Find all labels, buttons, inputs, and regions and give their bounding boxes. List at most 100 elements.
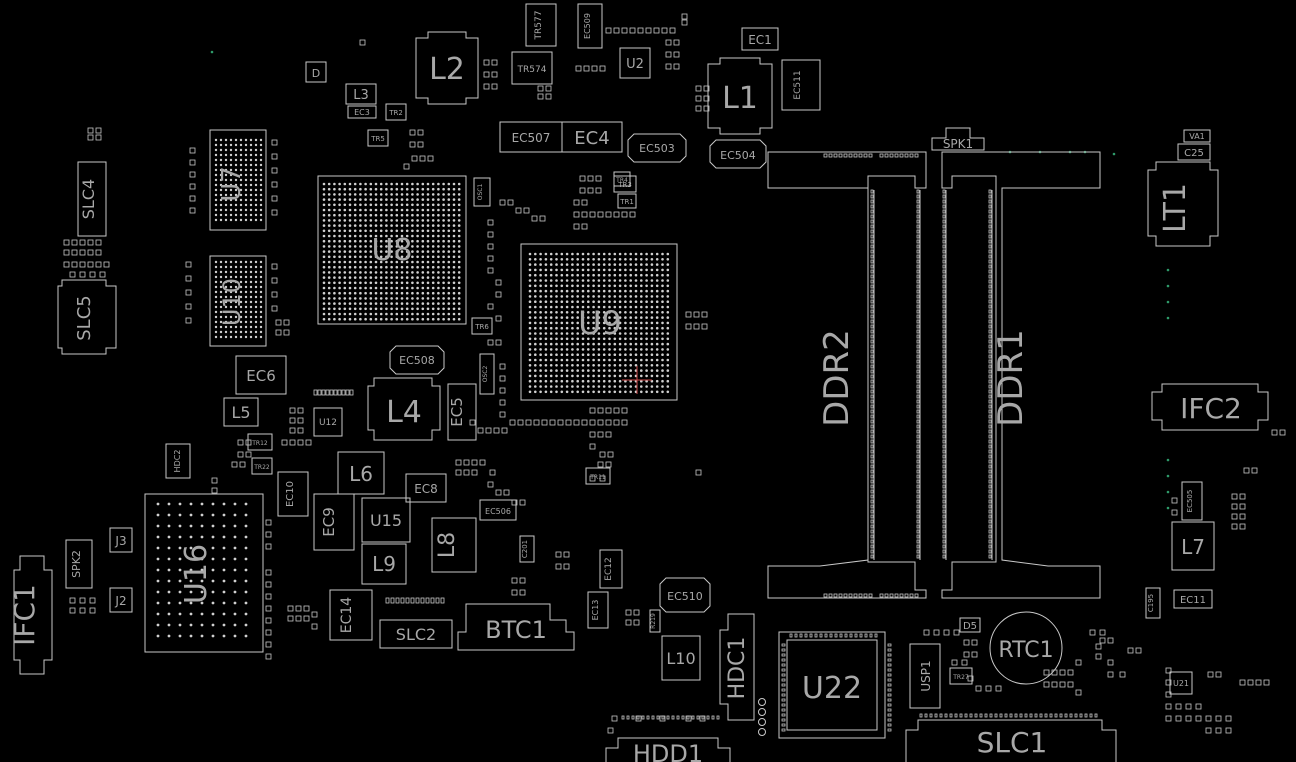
d5-diode[interactable]: D5 — [959, 617, 981, 633]
tr6-transistor[interactable]: TR6 — [471, 317, 493, 335]
ec14-capacitor[interactable]: EC14 — [329, 589, 373, 641]
j2-label: J2 — [114, 594, 126, 608]
osc2-oscillator[interactable]: OSC2 — [479, 353, 495, 395]
c201-capacitor[interactable]: C201 — [519, 535, 535, 563]
ec511-capacitor[interactable]: EC511 — [781, 59, 821, 111]
u15-ic[interactable]: U15 — [361, 497, 411, 543]
u16-ic[interactable]: U16 — [144, 493, 264, 653]
ec510-capacitor[interactable]: EC510 — [659, 577, 711, 613]
l9-label: L9 — [372, 552, 396, 576]
j3-jumper[interactable]: J3 — [109, 527, 133, 553]
d-diode[interactable]: D — [305, 61, 327, 83]
ddr1-slot[interactable]: DDR1 — [941, 151, 1101, 599]
ec507-capacitor[interactable]: EC507 — [499, 121, 563, 153]
btc1-connector[interactable]: BTC1 — [457, 603, 575, 651]
ec508-capacitor[interactable]: EC508 — [389, 345, 445, 375]
tr4-transistor[interactable]: TR4 — [613, 171, 631, 187]
l8-inductor[interactable]: L8 — [431, 517, 477, 573]
ec9-label: EC9 — [320, 507, 338, 537]
ec9-capacitor[interactable]: EC9 — [313, 493, 355, 551]
u22-ic[interactable]: U22 — [778, 631, 886, 739]
tr27-transistor[interactable]: TR27 — [949, 667, 973, 685]
hdc2-connector[interactable]: HDC2 — [165, 443, 191, 479]
via — [210, 50, 214, 54]
u10-memory[interactable]: U10 — [209, 255, 267, 347]
slc2-connector[interactable]: SLC2 — [379, 619, 453, 649]
l7-inductor[interactable]: L7 — [1171, 521, 1215, 571]
tr577-transistor[interactable]: TR577 — [525, 3, 557, 47]
ifc1-connector[interactable]: IFC1 — [8, 555, 53, 675]
j2-jumper[interactable]: J2 — [109, 587, 133, 613]
r219-resistor[interactable]: R219 — [649, 609, 661, 633]
tr5-transistor[interactable]: TR5 — [367, 129, 389, 147]
l3-inductor[interactable]: L3 — [345, 83, 377, 105]
ddr2-slot[interactable]: DDR2 — [767, 151, 927, 599]
misc-pad-row — [313, 389, 354, 396]
ec506-capacitor[interactable]: EC506 — [479, 499, 517, 521]
ifc2-label: IFC2 — [1180, 392, 1242, 425]
u2-ic[interactable]: U2 — [619, 47, 651, 79]
l5-inductor[interactable]: L5 — [223, 397, 259, 427]
l4-inductor[interactable]: L4 — [367, 377, 441, 441]
tr22-label: TR22 — [253, 464, 270, 471]
tr574-transistor[interactable]: TR574 — [511, 51, 553, 85]
l6-inductor[interactable]: L6 — [337, 451, 385, 495]
u8-bga[interactable]: U8 — [317, 175, 467, 325]
u9-bga[interactable]: U9 — [520, 243, 678, 401]
va1-varistor[interactable]: VA1 — [1183, 129, 1211, 143]
ec5-capacitor[interactable]: EC5 — [447, 383, 477, 441]
slc1-pins — [919, 713, 1098, 718]
slc1-connector[interactable]: SLC1 — [905, 719, 1117, 762]
ec6-capacitor[interactable]: EC6 — [235, 355, 287, 395]
spk1-connector[interactable]: SPK1 — [931, 127, 985, 151]
tr3-label: TR3 — [617, 181, 632, 189]
usp1-label: USP1 — [919, 660, 933, 691]
ec509-capacitor[interactable]: EC509 — [577, 3, 603, 49]
lt1-connector[interactable]: LT1 — [1147, 161, 1219, 247]
tr22-transistor[interactable]: TR22 — [251, 457, 273, 475]
rtc1-battery[interactable]: RTC1 — [989, 611, 1063, 685]
l1-inductor[interactable]: L1 — [707, 57, 773, 135]
u12-ic[interactable]: U12 — [313, 407, 343, 437]
c25-capacitor[interactable]: C25 — [1177, 143, 1211, 161]
tr2-transistor[interactable]: TR2 — [385, 103, 407, 121]
l2-inductor[interactable]: L2 — [415, 31, 479, 105]
l10-inductor[interactable]: L10 — [661, 635, 701, 681]
ec6-label: EC6 — [246, 367, 276, 385]
c195-label: C195 — [1147, 594, 1155, 612]
slc5-connector[interactable]: SLC5 — [57, 279, 117, 355]
tr1-transistor[interactable]: TR1 — [617, 193, 637, 209]
ec503-capacitor[interactable]: EC503 — [627, 133, 687, 163]
l9-inductor[interactable]: L9 — [361, 543, 407, 585]
u7-memory[interactable]: U7 — [209, 129, 267, 231]
tr12-transistor[interactable]: TR12 — [247, 433, 273, 451]
spk2-connector[interactable]: SPK2 — [65, 539, 93, 589]
slc4-connector[interactable]: SLC4 — [77, 161, 107, 237]
tr11-transistor[interactable]: TR11 — [585, 467, 611, 485]
u21-ic[interactable]: U21 — [1169, 671, 1193, 695]
ifc2-connector[interactable]: IFC2 — [1151, 383, 1269, 431]
c195-capacitor[interactable]: C195 — [1145, 587, 1161, 619]
hdd1-connector[interactable]: HDD1 — [605, 737, 731, 762]
ec10-capacitor[interactable]: EC10 — [277, 471, 309, 517]
tr11-label: TR11 — [589, 474, 606, 481]
ec12-capacitor[interactable]: EC12 — [599, 549, 623, 589]
osc1-oscillator[interactable]: OSC1 — [473, 177, 491, 207]
l1-label: L1 — [722, 81, 758, 116]
ec1-label: EC1 — [748, 33, 772, 47]
ddr1-contacts-b — [988, 189, 992, 559]
ec504-capacitor[interactable]: EC504 — [709, 139, 767, 169]
u16-label: U16 — [179, 544, 214, 604]
via — [1166, 316, 1170, 320]
hdc1-connector[interactable]: HDC1 — [719, 613, 755, 721]
ec1-capacitor[interactable]: EC1 — [741, 27, 779, 51]
ec505-capacitor[interactable]: EC505 — [1181, 481, 1203, 521]
usp1-connector[interactable]: USP1 — [909, 643, 941, 709]
hdd1-label: HDD1 — [633, 740, 703, 762]
ec11-capacitor[interactable]: EC11 — [1173, 589, 1213, 609]
ec13-capacitor[interactable]: EC13 — [587, 591, 609, 629]
ball-grid-layer — [156, 138, 670, 638]
ec8-capacitor[interactable]: EC8 — [405, 473, 447, 503]
d-label: D — [312, 67, 320, 80]
ec3-capacitor[interactable]: EC3 — [347, 105, 377, 119]
